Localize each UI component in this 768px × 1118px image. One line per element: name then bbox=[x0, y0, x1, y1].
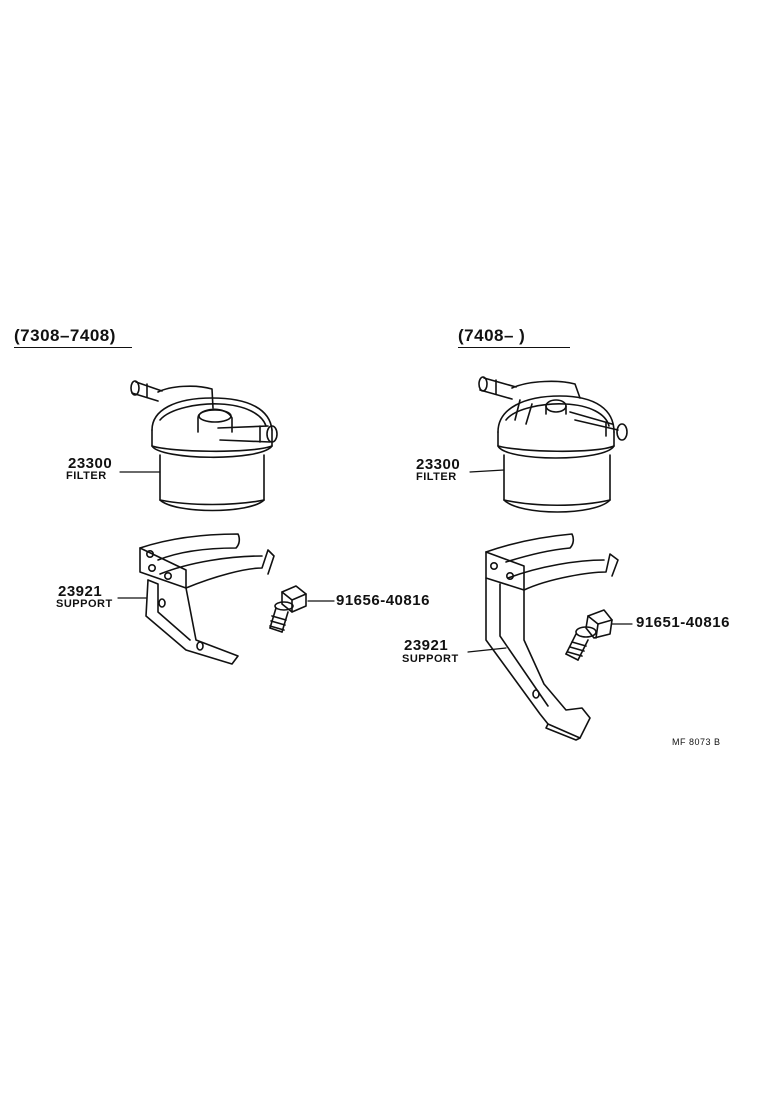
right-support-name: SUPPORT bbox=[402, 653, 459, 665]
leader-lines bbox=[117, 469, 633, 653]
left-bolt-part-number: 91656-40816 bbox=[336, 592, 430, 609]
left-support-name: SUPPORT bbox=[56, 598, 113, 610]
period-right-underline bbox=[458, 347, 570, 348]
right-support-part-number: 23921 bbox=[404, 637, 449, 654]
right-fuel-filter bbox=[478, 376, 628, 513]
right-filter-part-number: 23300 bbox=[416, 456, 461, 473]
right-filter-name: FILTER bbox=[416, 471, 457, 483]
right-support-bracket bbox=[485, 533, 619, 741]
right-bolt-part-number: 91651-40816 bbox=[636, 614, 730, 631]
left-fuel-filter bbox=[130, 380, 278, 512]
period-right-label: (7408– ) bbox=[458, 326, 526, 345]
right-flange-bolt bbox=[565, 609, 613, 661]
left-filter-name: FILTER bbox=[66, 470, 107, 482]
diagram-code: MF 8073 B bbox=[672, 737, 721, 747]
leader-right-filter bbox=[469, 469, 505, 473]
left-support-bracket bbox=[139, 533, 275, 665]
left-flange-bolt bbox=[269, 585, 307, 633]
left-support-part-number: 23921 bbox=[58, 583, 103, 600]
left-filter-part-number: 23300 bbox=[68, 455, 113, 472]
leader-right-support bbox=[467, 647, 507, 653]
period-left-underline bbox=[14, 347, 132, 348]
period-left-label: (7308–7408) bbox=[14, 326, 116, 345]
